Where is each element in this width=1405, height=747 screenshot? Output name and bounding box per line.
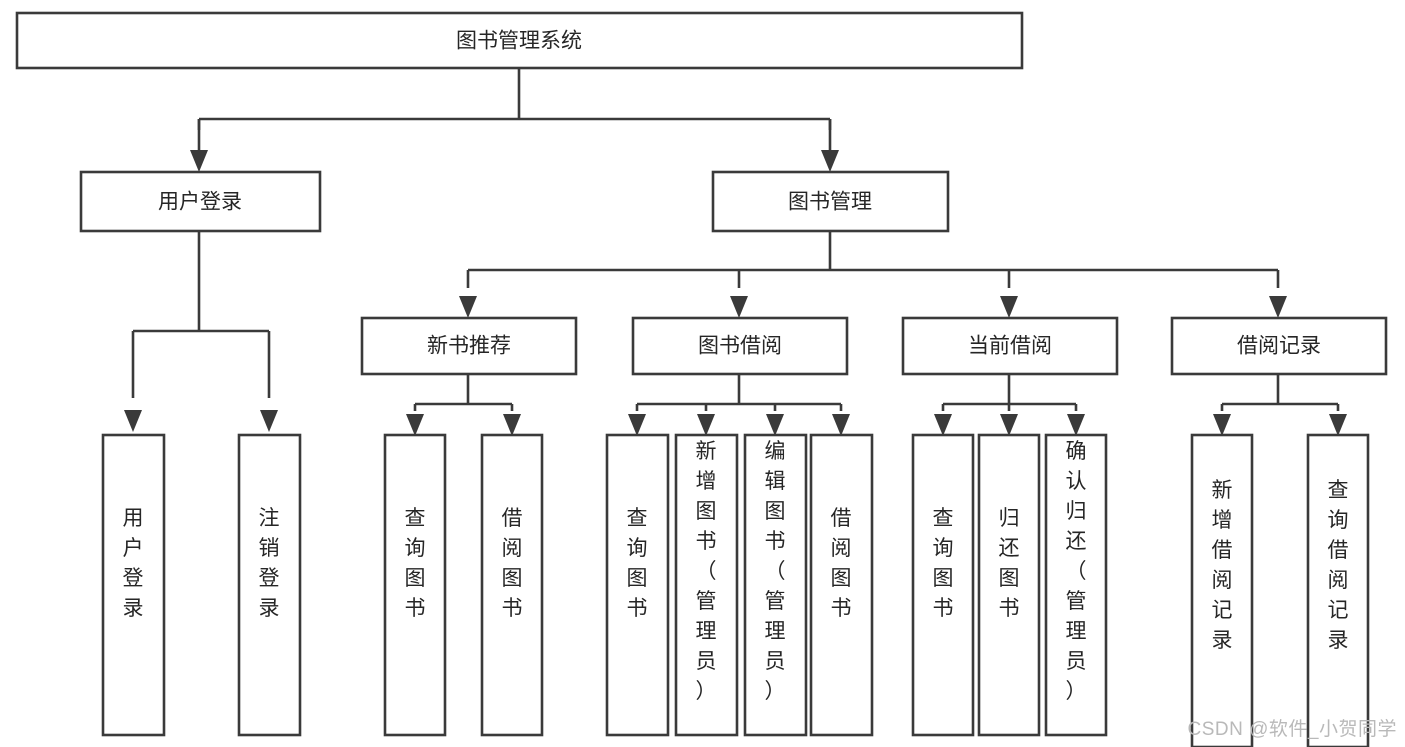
node-user-login-box[interactable] [79,170,322,233]
node-leaf-query-book-3[interactable]: 查询图书 [911,433,975,737]
node-book-management-label: 图书管理 [788,191,872,214]
node-leaf-add-record[interactable]: 新增借阅记录 [1190,433,1254,747]
arrowhead-leaf-borrow-book-1 [503,414,521,436]
arrowhead-leaf-user-login [124,410,142,432]
node-leaf-borrow-book-1-box[interactable] [480,433,544,737]
node-book-borrow[interactable]: 图书借阅 [631,316,849,376]
node-leaf-user-login-label: 用户登录 [123,507,144,620]
arrowhead-leaf-add-book [697,414,715,436]
arrowhead-leaf-logout [260,410,278,432]
node-leaf-query-book-1-box[interactable] [383,433,447,737]
node-leaf-borrow-book-1-label: 借阅图书 [502,507,523,620]
node-leaf-confirm-return[interactable]: 确认归还（管理员） [1044,433,1108,737]
arrowhead-current-borrow [1000,296,1018,318]
node-borrow-record[interactable]: 借阅记录 [1170,316,1388,376]
arrowhead-new-book-rec [459,296,477,318]
node-leaf-borrow-book-2[interactable]: 借阅图书 [809,433,874,737]
node-user-login-label: 用户登录 [158,191,242,214]
node-current-borrow-box[interactable] [901,316,1119,376]
arrowhead-leaf-confirm-return [1067,414,1085,436]
arrowhead-leaf-borrow-book-2 [832,414,850,436]
node-book-management-box[interactable] [711,170,950,233]
node-root[interactable]: 图书管理系统 [15,11,1024,70]
node-leaf-borrow-book-1[interactable]: 借阅图书 [480,433,544,737]
node-leaf-user-login-box[interactable] [101,433,166,737]
node-leaf-return-book-label: 归还图书 [999,507,1020,620]
node-leaf-borrow-book-2-label: 借阅图书 [831,507,852,620]
arrowhead-leaf-return-book [1000,414,1018,436]
node-leaf-logout[interactable]: 注销登录 [237,433,302,737]
arrowhead-leaf-query-book-2 [628,414,646,436]
arrowhead-leaf-query-record [1329,414,1347,436]
node-leaf-query-book-2[interactable]: 查询图书 [605,433,670,737]
node-leaf-query-book-3-box[interactable] [911,433,975,737]
node-leaf-edit-book-label: 编辑图书（管理员） [765,440,786,703]
node-leaf-query-book-1[interactable]: 查询图书 [383,433,447,737]
node-leaf-edit-book[interactable]: 编辑图书（管理员） [743,433,808,737]
node-leaf-confirm-return-label: 确认归还（管理员） [1066,440,1087,703]
node-leaf-query-record-label: 查询借阅记录 [1328,479,1349,652]
node-user-login[interactable]: 用户登录 [79,170,322,233]
node-leaf-edit-book-box[interactable] [743,433,808,737]
node-leaf-query-book-2-box[interactable] [605,433,670,737]
arrowhead-leaf-query-book-3 [934,414,952,436]
node-new-book-recommend-box[interactable] [360,316,578,376]
node-borrow-record-label: 借阅记录 [1237,335,1321,358]
node-leaf-query-book-1-label: 查询图书 [405,507,426,620]
node-leaf-borrow-book-2-box[interactable] [809,433,874,737]
node-leaf-query-record-box[interactable] [1306,433,1370,747]
arrowhead-borrow-record [1269,296,1287,318]
node-leaf-add-record-box[interactable] [1190,433,1254,747]
node-new-book-recommend[interactable]: 新书推荐 [360,316,578,376]
node-root-label: 图书管理系统 [456,30,582,53]
arrowhead-user-login [190,150,208,172]
node-leaf-query-record[interactable]: 查询借阅记录 [1306,433,1370,747]
node-leaf-add-book[interactable]: 新增图书（管理员） [674,433,739,737]
node-leaf-query-book-3-label: 查询图书 [933,507,954,620]
node-leaf-query-book-2-label: 查询图书 [627,507,648,620]
node-leaf-logout-label: 注销登录 [259,507,280,620]
node-leaf-add-book-label: 新增图书（管理员） [696,440,717,703]
node-leaf-add-book-box[interactable] [674,433,739,737]
node-root-box[interactable] [15,11,1024,70]
arrowhead-leaf-edit-book [766,414,784,436]
node-book-borrow-box[interactable] [631,316,849,376]
arrowhead-leaf-query-book-1 [406,414,424,436]
node-leaf-return-book[interactable]: 归还图书 [977,433,1041,737]
node-book-management[interactable]: 图书管理 [711,170,950,233]
arrowhead-leaf-add-record [1213,414,1231,436]
node-book-borrow-label: 图书借阅 [698,335,782,358]
edges-layer [124,68,1347,436]
node-leaf-confirm-return-box[interactable] [1044,433,1108,737]
arrowhead-book-borrow [730,296,748,318]
node-leaf-add-record-label: 新增借阅记录 [1212,479,1233,652]
node-leaf-logout-box[interactable] [237,433,302,737]
node-current-borrow-label: 当前借阅 [968,335,1052,358]
arrowhead-book-mgmt [821,150,839,172]
node-leaf-return-book-box[interactable] [977,433,1041,737]
node-leaf-user-login[interactable]: 用户登录 [101,433,166,737]
node-current-borrow[interactable]: 当前借阅 [901,316,1119,376]
node-new-book-recommend-label: 新书推荐 [427,335,511,358]
node-borrow-record-box[interactable] [1170,316,1388,376]
